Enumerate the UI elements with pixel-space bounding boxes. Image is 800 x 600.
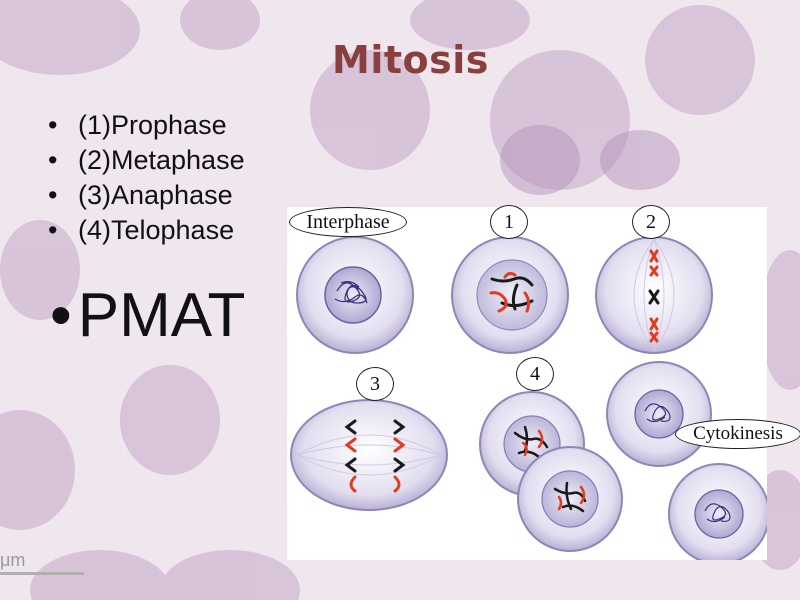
label-anaphase: 3 (356, 367, 394, 401)
cell-interphase (296, 236, 414, 354)
phase-item-telophase: (4)Telophase (48, 213, 245, 248)
cell-prophase (451, 236, 569, 354)
label-interphase: Interphase (289, 207, 407, 237)
mitosis-diagram: Interphase 1 2 3 4 Cytokinesis (287, 205, 800, 565)
phase-item-anaphase: (3)Anaphase (48, 178, 245, 213)
cell-anaphase (290, 399, 448, 511)
label-prophase: 1 (490, 205, 528, 239)
phase-list: (1)Prophase (2)Metaphase (3)Anaphase (4)… (48, 108, 245, 248)
cell-metaphase (595, 236, 713, 354)
label-cytokinesis: Cytokinesis (675, 419, 800, 449)
phase-item-prophase: (1)Prophase (48, 108, 245, 143)
label-telophase: 4 (516, 357, 554, 391)
cell-telophase (479, 391, 623, 552)
slide-title: Mitosis (332, 38, 489, 82)
scale-label: μm (0, 550, 26, 570)
scale-bar (0, 572, 84, 575)
mnemonic-pmat: PMAT (50, 280, 246, 351)
label-metaphase: 2 (632, 205, 670, 239)
phase-item-metaphase: (2)Metaphase (48, 143, 245, 178)
